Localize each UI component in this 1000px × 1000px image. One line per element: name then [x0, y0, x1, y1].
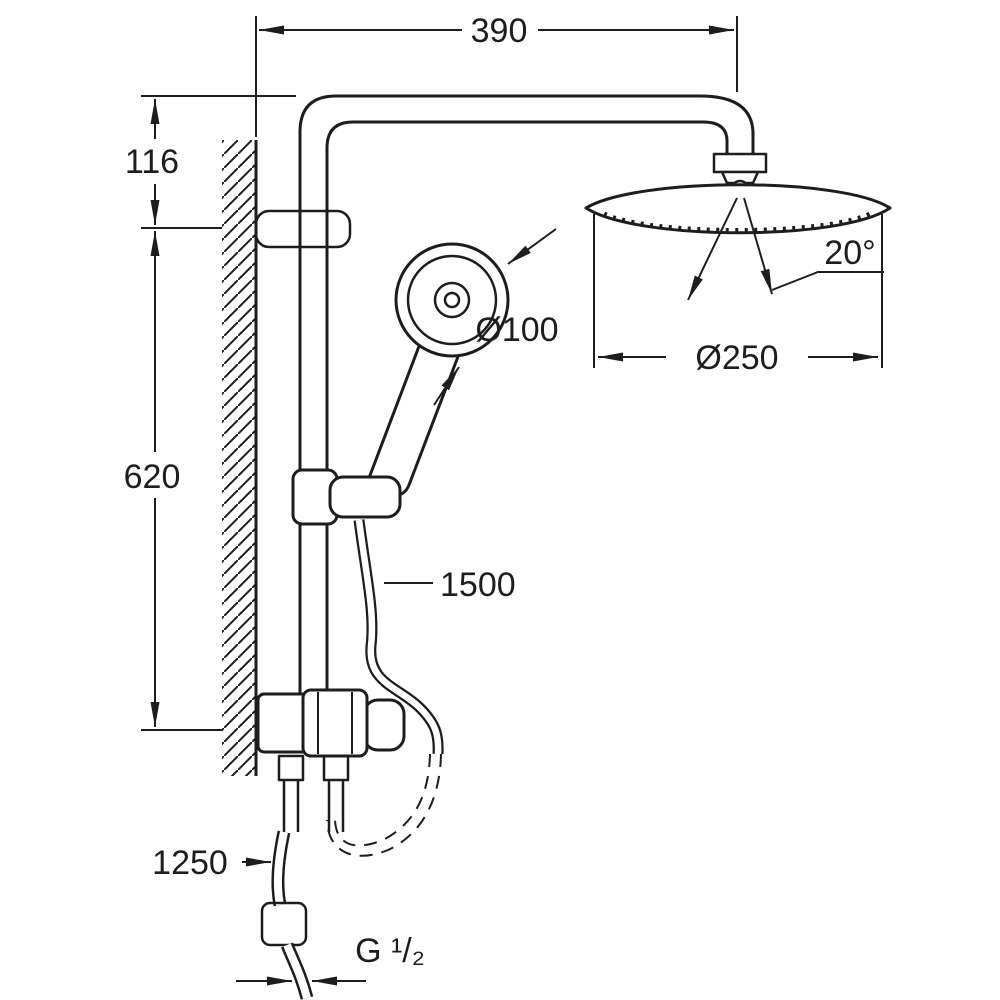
rail-inner-line — [325, 120, 729, 694]
dimension-thread: G ¹/₂ — [236, 932, 425, 986]
supply-hose-inner — [273, 831, 288, 906]
hose-inner — [355, 519, 442, 755]
hand-shower-face — [394, 242, 510, 358]
dim-arrow-lower — [433, 366, 460, 406]
hose-loop-dashed-inner — [334, 753, 431, 847]
dimension-head-diameter: Ø250 — [593, 214, 883, 377]
label-supply-length: 1250 — [152, 844, 228, 882]
shower-hose — [326, 519, 444, 857]
valve-body — [301, 688, 369, 758]
dimension-hand-diameter: Ø100 — [433, 228, 559, 406]
label-rail-height: 620 — [124, 458, 181, 496]
angle-line-right — [743, 197, 773, 295]
hand-shower — [366, 242, 510, 497]
dimension-upper-height: 116 — [125, 95, 296, 229]
diverter-valve — [256, 688, 406, 758]
dim-arrow-upper — [507, 228, 557, 265]
dimension-hose-length: 1500 — [384, 566, 516, 604]
valve-knob — [362, 698, 406, 752]
angle-line-left — [687, 197, 738, 301]
hose-tail-inner — [283, 943, 311, 1000]
supply-connection — [260, 754, 350, 1000]
hand-shower-ring — [406, 254, 498, 346]
label-top-width: 390 — [471, 12, 528, 50]
head-shower — [584, 152, 892, 235]
hand-shower-center — [443, 291, 461, 309]
hose-loop-dashed-outer — [326, 753, 442, 857]
label-swivel-angle: 20° — [824, 234, 875, 272]
label-head-diameter: Ø250 — [695, 339, 778, 377]
wall — [222, 140, 258, 776]
dimension-rail-height: 620 — [124, 231, 222, 731]
label-hand-diameter: Ø100 — [475, 311, 558, 349]
holder-arm — [328, 475, 402, 519]
inlet-nipple-right — [322, 754, 350, 782]
wall-hatching — [222, 140, 256, 776]
wall-bracket — [254, 209, 352, 249]
spray-nozzle-ring — [602, 211, 872, 233]
inlet-nipple-left — [277, 754, 305, 782]
dimension-angle-20: 20° — [687, 197, 884, 301]
rail-outer-line — [298, 94, 755, 694]
shower-rail — [254, 94, 755, 694]
head-shower-disc — [584, 183, 892, 235]
slider-holder — [291, 468, 402, 526]
label-thread-size: G ¹/₂ — [355, 932, 425, 970]
dimension-supply-length: 1250 — [152, 844, 271, 882]
hand-shower-inner-ring — [433, 281, 471, 319]
label-upper-height: 116 — [125, 143, 179, 181]
head-connector-nut — [712, 152, 768, 174]
hand-shower-handle — [366, 339, 461, 497]
angle-leader-line — [771, 271, 884, 291]
dimension-top-width: 390 — [255, 12, 738, 137]
label-hose-length: 1500 — [440, 566, 516, 604]
head-connector-stem — [720, 170, 760, 185]
hose-nut — [260, 901, 308, 947]
